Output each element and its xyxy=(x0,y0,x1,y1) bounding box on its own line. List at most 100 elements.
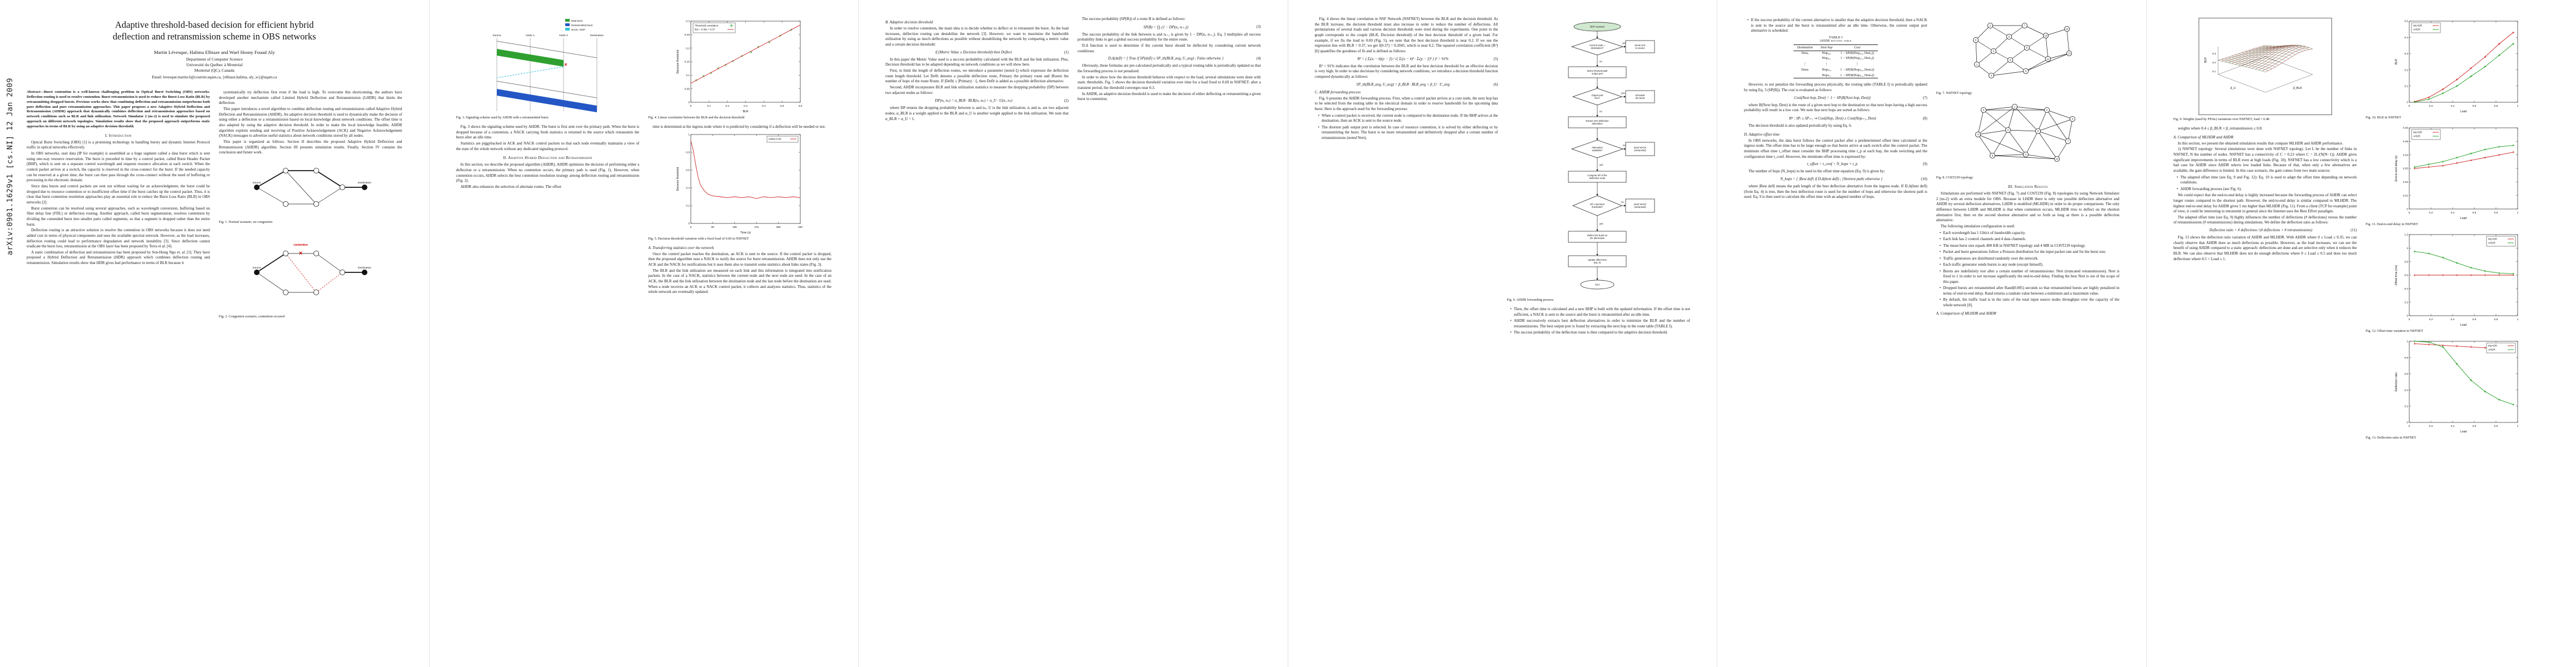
graph-node xyxy=(253,270,260,276)
y-axis-label: Offset time (ms) xyxy=(2395,265,2398,285)
graph-node xyxy=(1981,107,1987,113)
flow-decision xyxy=(1572,88,1622,106)
node-label: 4 xyxy=(1991,74,1992,77)
paragraph: In order to resolve contention, the main… xyxy=(885,26,1069,47)
paragraph: where B(Next hop, Dest) is the route of … xyxy=(1744,102,1927,113)
graph-node xyxy=(282,201,288,207)
graph-node xyxy=(2024,45,2030,51)
y-tick-label: 0 xyxy=(688,101,690,104)
x-tick-label: 1 xyxy=(2517,318,2518,321)
y-tick-label: 0.3 xyxy=(686,20,690,23)
legend-label: Threshold correlation xyxy=(695,24,719,27)
bullet-text: Bursts are indefinitely lost after a cer… xyxy=(1943,268,2120,284)
figure-caption: Fig. 9. Weights (used by FPAw) variation… xyxy=(2173,117,2270,121)
flow-arrowhead xyxy=(1596,170,1598,171)
bullet-item: •AHDR successively extracts best deflect… xyxy=(1510,318,1690,329)
y-tick-label: 0.6 xyxy=(2404,274,2408,277)
plot-frame xyxy=(2409,341,2518,423)
y-tick-label: 0.2 xyxy=(686,204,690,207)
graph-node xyxy=(1974,62,1980,68)
y-tick-label: 0 xyxy=(2406,208,2408,211)
graph-node xyxy=(313,201,319,207)
node-label: 1 xyxy=(2014,106,2016,108)
graph-edge xyxy=(2038,131,2069,142)
graph-edge xyxy=(2010,47,2027,61)
graph-edge xyxy=(2025,58,2049,72)
equation: N_hops = { |Best defl| if D.Δ(best defl)… xyxy=(1744,177,1927,181)
lane-label: Node 2 xyxy=(560,34,569,37)
flow-arrowhead xyxy=(1596,37,1598,38)
graph-edge xyxy=(285,253,316,293)
equation: t_offset = t_conf + N_hops × t_p(9) xyxy=(1744,162,1927,166)
x-tick-label: 1 xyxy=(2517,425,2518,428)
equation: DP(nᵢ, nₖ) = α_BLR · BLR(nᵢ, nₖ) + α_U ·… xyxy=(885,98,1068,103)
flow-step xyxy=(1568,171,1626,183)
graph-edge xyxy=(1976,51,1994,65)
y-tick-label: 0.4 xyxy=(2404,36,2408,39)
equation-body: D.Δ(defl) = { True if SP(defl) ≥ SP_th(B… xyxy=(1108,57,1224,61)
figure-caption: Fig. 6. AHDR forwarding process xyxy=(1507,298,1554,302)
graph-edge xyxy=(2037,131,2057,160)
surface-mesh-line xyxy=(2218,45,2265,61)
text-flow: Fig. 3 shows the signaling scheme used b… xyxy=(456,125,640,190)
y-tick-label: 0.1 xyxy=(2404,85,2408,88)
graph-node xyxy=(1990,153,1996,159)
graph-edge xyxy=(2066,28,2070,54)
table-header-cell: Next hop xyxy=(1816,44,1837,51)
paragraph: In order to show how the decision thresh… xyxy=(1077,74,1261,90)
surface-mesh-line xyxy=(2221,59,2269,71)
bullet-text: The adapted offset time (see Eq. 9 and F… xyxy=(2180,175,2357,185)
paper-title: Adaptive threshold-based decision for ef… xyxy=(112,19,316,42)
flow-arrowhead xyxy=(1623,148,1626,150)
node-label: 7 xyxy=(2024,24,2026,27)
table-cell: Dest₀ xyxy=(1801,52,1809,56)
equation-number: (9) xyxy=(1922,162,1927,167)
paragraph: Second, AHDR incorporates BLR and link u… xyxy=(885,84,1069,95)
x-tick-label: 0.2 xyxy=(2429,318,2433,321)
graph-edge xyxy=(1984,106,2015,111)
plot-frame xyxy=(690,21,801,103)
x-tick-label: 0 xyxy=(690,104,692,108)
bhp-arrow xyxy=(530,86,564,93)
graph-node xyxy=(2043,32,2049,38)
graph-edge xyxy=(1977,134,1993,156)
x-axis-label: Time (s) xyxy=(740,231,751,235)
y-tick-label: 0.2 xyxy=(2404,405,2408,409)
y-axis-label: Decision threshold xyxy=(676,50,680,74)
legend-label: AHDR xyxy=(2413,28,2421,31)
table-cell: ⋮ xyxy=(1855,62,1859,66)
table-cell: Hop₀,₀ xyxy=(1822,52,1831,56)
graph-node xyxy=(282,167,288,173)
y-tick-label: 0.04 xyxy=(2403,153,2408,157)
node-label: 11 xyxy=(2047,58,2050,61)
lane-label: Node 1 xyxy=(526,34,535,37)
y-axis-label: β_U xyxy=(2230,87,2236,90)
bullet-item: •AHDR forwarding process (see Fig. 6). xyxy=(2177,187,2357,192)
node-tag: Source xyxy=(252,181,261,185)
graph-edge xyxy=(2048,53,2070,59)
paragraph: where DP returns the dropping probabilit… xyxy=(885,106,1069,121)
y-axis-label: Decision threshold xyxy=(676,167,680,191)
graph-edge xyxy=(1977,109,1984,135)
plot-frame xyxy=(690,134,801,224)
plot-frame xyxy=(2198,18,2332,115)
paragraph: time is determined at the ingress node w… xyxy=(652,125,826,130)
signaling-scheme-diagram: Data burst Retransmitted burst NACK / BH… xyxy=(483,18,612,113)
node-label: 8 xyxy=(1992,155,1994,157)
paragraph: Statistics are piggybacked in ACK and NA… xyxy=(456,141,640,151)
bullet-text: Dropped bursts are retransmitted after R… xyxy=(1943,286,2120,296)
node-label: 5 xyxy=(2007,129,2009,132)
flow-branch-label: no xyxy=(1600,110,1602,113)
x-tick-label: 0.1 xyxy=(707,104,711,108)
flow-step xyxy=(1568,231,1626,243)
y-axis-label: Deflection ratio xyxy=(2395,372,2398,392)
surface-mesh-line xyxy=(2258,46,2306,71)
bhp-arrow xyxy=(497,81,531,87)
x-tick-label: 0.2 xyxy=(725,104,729,108)
